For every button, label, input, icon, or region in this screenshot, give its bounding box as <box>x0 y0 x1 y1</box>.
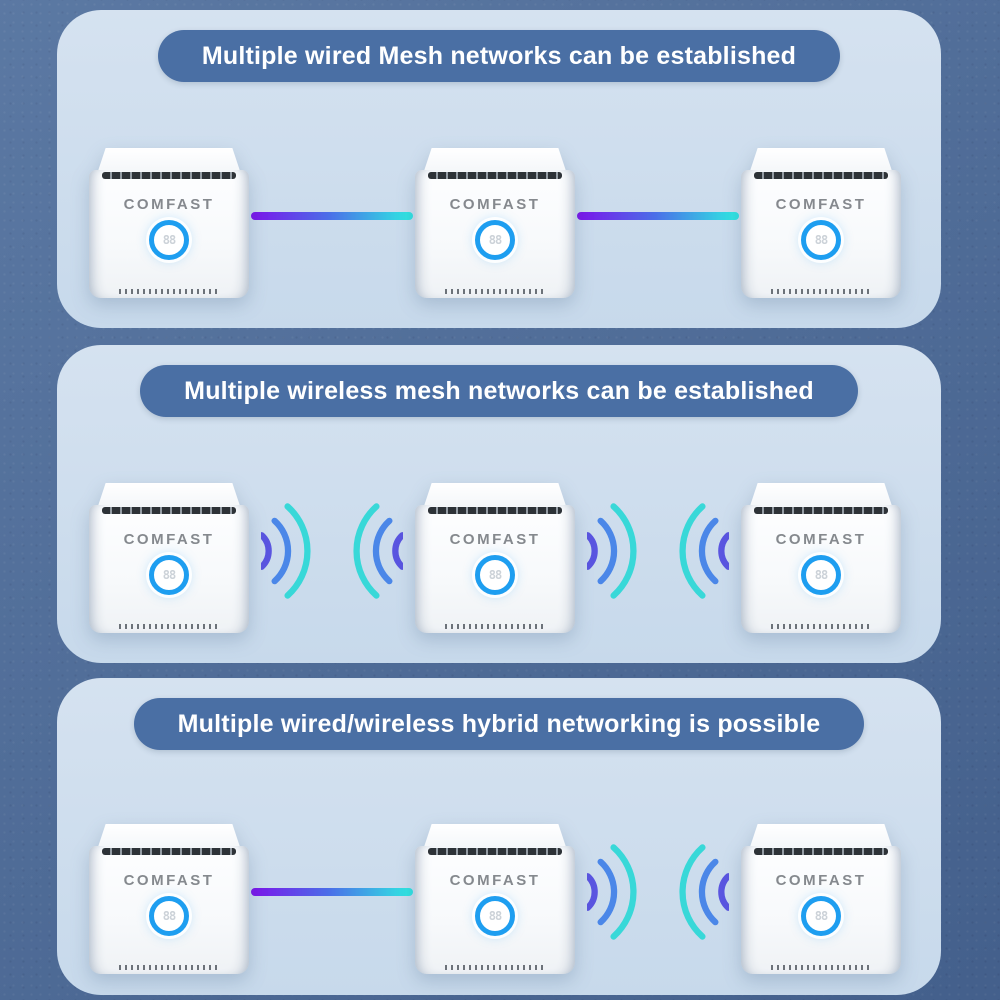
router-brand-label: COMFAST <box>123 872 215 889</box>
router-device: COMFAST 88 <box>89 148 249 298</box>
panel-title: Multiple wireless mesh networks can be e… <box>184 377 814 405</box>
router-brand-label: COMFAST <box>449 872 541 889</box>
wifi-waves-icon <box>587 844 637 940</box>
wired-connection-line <box>251 888 413 896</box>
led-digits: 88 <box>162 909 176 923</box>
router-bottom-vent <box>445 624 545 629</box>
router-brand-label: COMFAST <box>123 531 215 548</box>
router-led-indicator: 88 <box>475 555 515 595</box>
router-device: COMFAST 88 <box>741 148 901 298</box>
led-digits: 88 <box>814 568 828 582</box>
router-top-cap <box>97 483 241 509</box>
router-device: COMFAST 88 <box>89 824 249 974</box>
panel-title-pill: Multiple wired Mesh networks can be esta… <box>157 30 841 82</box>
wired-connection-line <box>577 212 739 220</box>
led-digits: 88 <box>488 568 502 582</box>
router-brand-label: COMFAST <box>775 531 867 548</box>
router-top-cap <box>749 148 893 174</box>
panel-hybrid-network: Multiple wired/wireless hybrid networkin… <box>57 678 941 995</box>
led-digits: 88 <box>814 909 828 923</box>
router-top-cap <box>423 148 567 174</box>
wifi-waves-icon <box>587 503 637 599</box>
router-top-cap <box>423 824 567 850</box>
wifi-waves-icon <box>679 844 729 940</box>
router-led-indicator: 88 <box>475 220 515 260</box>
diagram-row: COMFAST 88 COMFAST 88 <box>89 148 901 298</box>
wifi-waves-icon <box>679 503 729 599</box>
panel-title: Multiple wired/wireless hybrid networkin… <box>177 710 821 738</box>
router-top-cap <box>749 824 893 850</box>
router-device: COMFAST 88 <box>415 824 575 974</box>
wired-connection <box>249 888 415 896</box>
router-device: COMFAST 88 <box>741 483 901 633</box>
wireless-connection <box>575 833 741 951</box>
router-top-cap <box>423 483 567 509</box>
router-led-indicator: 88 <box>475 896 515 936</box>
led-digits: 88 <box>162 568 176 582</box>
panel-title-pill: Multiple wired/wireless hybrid networkin… <box>133 698 865 750</box>
router-bottom-vent <box>445 965 545 970</box>
led-digits: 88 <box>162 233 176 247</box>
wired-connection <box>575 212 741 220</box>
wireless-connection <box>575 492 741 610</box>
router-device: COMFAST 88 <box>741 824 901 974</box>
router-led-indicator: 88 <box>801 555 841 595</box>
router-bottom-vent <box>445 289 545 294</box>
panel-title: Multiple wired Mesh networks can be esta… <box>201 42 797 70</box>
router-top-vent <box>754 848 888 855</box>
router-led-indicator: 88 <box>149 220 189 260</box>
diagram-row: COMFAST 88 <box>89 483 901 633</box>
router-bottom-vent <box>119 289 219 294</box>
router-top-vent <box>102 507 236 514</box>
router-brand-label: COMFAST <box>775 196 867 213</box>
router-bottom-vent <box>119 624 219 629</box>
router-top-vent <box>428 848 562 855</box>
router-bottom-vent <box>119 965 219 970</box>
diagram-row: COMFAST 88 COMFAST 88 <box>89 824 901 974</box>
router-top-cap <box>749 483 893 509</box>
router-brand-label: COMFAST <box>449 196 541 213</box>
router-bottom-vent <box>771 624 871 629</box>
wifi-waves-icon <box>353 503 403 599</box>
router-top-cap <box>97 824 241 850</box>
router-top-vent <box>428 507 562 514</box>
router-top-vent <box>754 172 888 179</box>
router-top-vent <box>754 507 888 514</box>
router-top-vent <box>102 172 236 179</box>
router-device: COMFAST 88 <box>89 483 249 633</box>
led-digits: 88 <box>488 909 502 923</box>
router-led-indicator: 88 <box>801 896 841 936</box>
wifi-waves-icon <box>261 503 311 599</box>
panel-wireless-mesh: Multiple wireless mesh networks can be e… <box>57 345 941 663</box>
panel-wired-mesh: Multiple wired Mesh networks can be esta… <box>57 10 941 328</box>
router-top-cap <box>97 148 241 174</box>
router-led-indicator: 88 <box>149 896 189 936</box>
router-led-indicator: 88 <box>149 555 189 595</box>
led-digits: 88 <box>488 233 502 247</box>
router-brand-label: COMFAST <box>123 196 215 213</box>
panel-title-pill: Multiple wireless mesh networks can be e… <box>140 365 858 417</box>
router-top-vent <box>428 172 562 179</box>
router-brand-label: COMFAST <box>449 531 541 548</box>
router-bottom-vent <box>771 965 871 970</box>
router-brand-label: COMFAST <box>775 872 867 889</box>
router-device: COMFAST 88 <box>415 483 575 633</box>
router-device: COMFAST 88 <box>415 148 575 298</box>
router-led-indicator: 88 <box>801 220 841 260</box>
router-top-vent <box>102 848 236 855</box>
wired-connection-line <box>251 212 413 220</box>
wired-connection <box>249 212 415 220</box>
router-bottom-vent <box>771 289 871 294</box>
led-digits: 88 <box>814 233 828 247</box>
wireless-connection <box>249 492 415 610</box>
